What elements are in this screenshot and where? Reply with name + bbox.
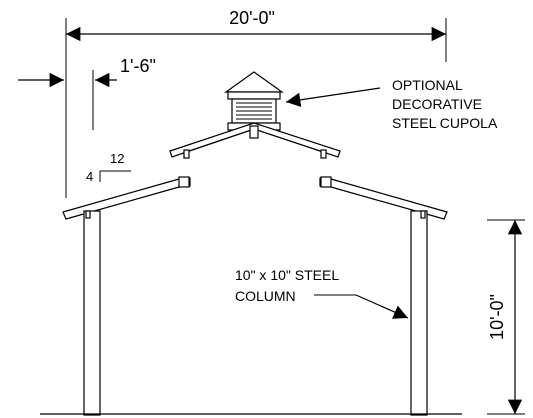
overhang-dimension: 1'-6" bbox=[18, 56, 156, 130]
column-note: 10" x 10" STEEL COLUMN bbox=[235, 267, 409, 319]
right-column-cap bbox=[420, 210, 426, 219]
lower-roofs bbox=[62, 176, 448, 220]
overall-width-dimension: 20'-0" bbox=[65, 8, 447, 198]
upper-roof-right-fascia bbox=[253, 128, 327, 154]
overhang-label: 1'-6" bbox=[120, 56, 156, 76]
cupola-note-line-1: OPTIONAL bbox=[392, 77, 463, 93]
overall-width-label: 20'-0" bbox=[229, 8, 275, 28]
cupola-note-line-3: STEEL CUPOLA bbox=[392, 115, 498, 131]
height-dimension: 10'-0" bbox=[487, 219, 525, 415]
left-column-cap bbox=[85, 210, 91, 219]
upper-right-connector bbox=[320, 149, 327, 159]
upper-roof-panel bbox=[169, 122, 341, 158]
right-lower-roof bbox=[319, 177, 448, 220]
cupola bbox=[224, 71, 284, 131]
cupola-leader bbox=[285, 87, 381, 108]
upper-roof bbox=[169, 122, 341, 159]
cupola-roof bbox=[224, 71, 284, 93]
slope-run-label: 12 bbox=[110, 151, 124, 166]
ridge-cap bbox=[249, 125, 259, 139]
column-note-line-1: 10" x 10" STEEL bbox=[235, 267, 339, 283]
right-steel-column bbox=[410, 210, 428, 416]
cupola-cap-band bbox=[227, 91, 281, 100]
column-note-line-2: COLUMN bbox=[235, 288, 296, 304]
left-lower-connector bbox=[178, 176, 190, 188]
upper-left-connector bbox=[183, 149, 190, 159]
slope-rise-label: 4 bbox=[86, 169, 93, 184]
columns bbox=[83, 210, 428, 416]
slope-indicator: 12 4 bbox=[86, 151, 131, 184]
left-lower-roof bbox=[62, 177, 191, 220]
cupola-note-line-2: DECORATIVE bbox=[392, 96, 482, 112]
cupola-note: OPTIONAL DECORATIVE STEEL CUPOLA bbox=[285, 77, 498, 131]
upper-roof-left-fascia bbox=[182, 128, 255, 154]
height-label: 10'-0" bbox=[487, 294, 507, 340]
right-lower-connector bbox=[320, 176, 332, 188]
column-leader-arrow bbox=[355, 294, 409, 319]
left-steel-column bbox=[83, 210, 101, 416]
